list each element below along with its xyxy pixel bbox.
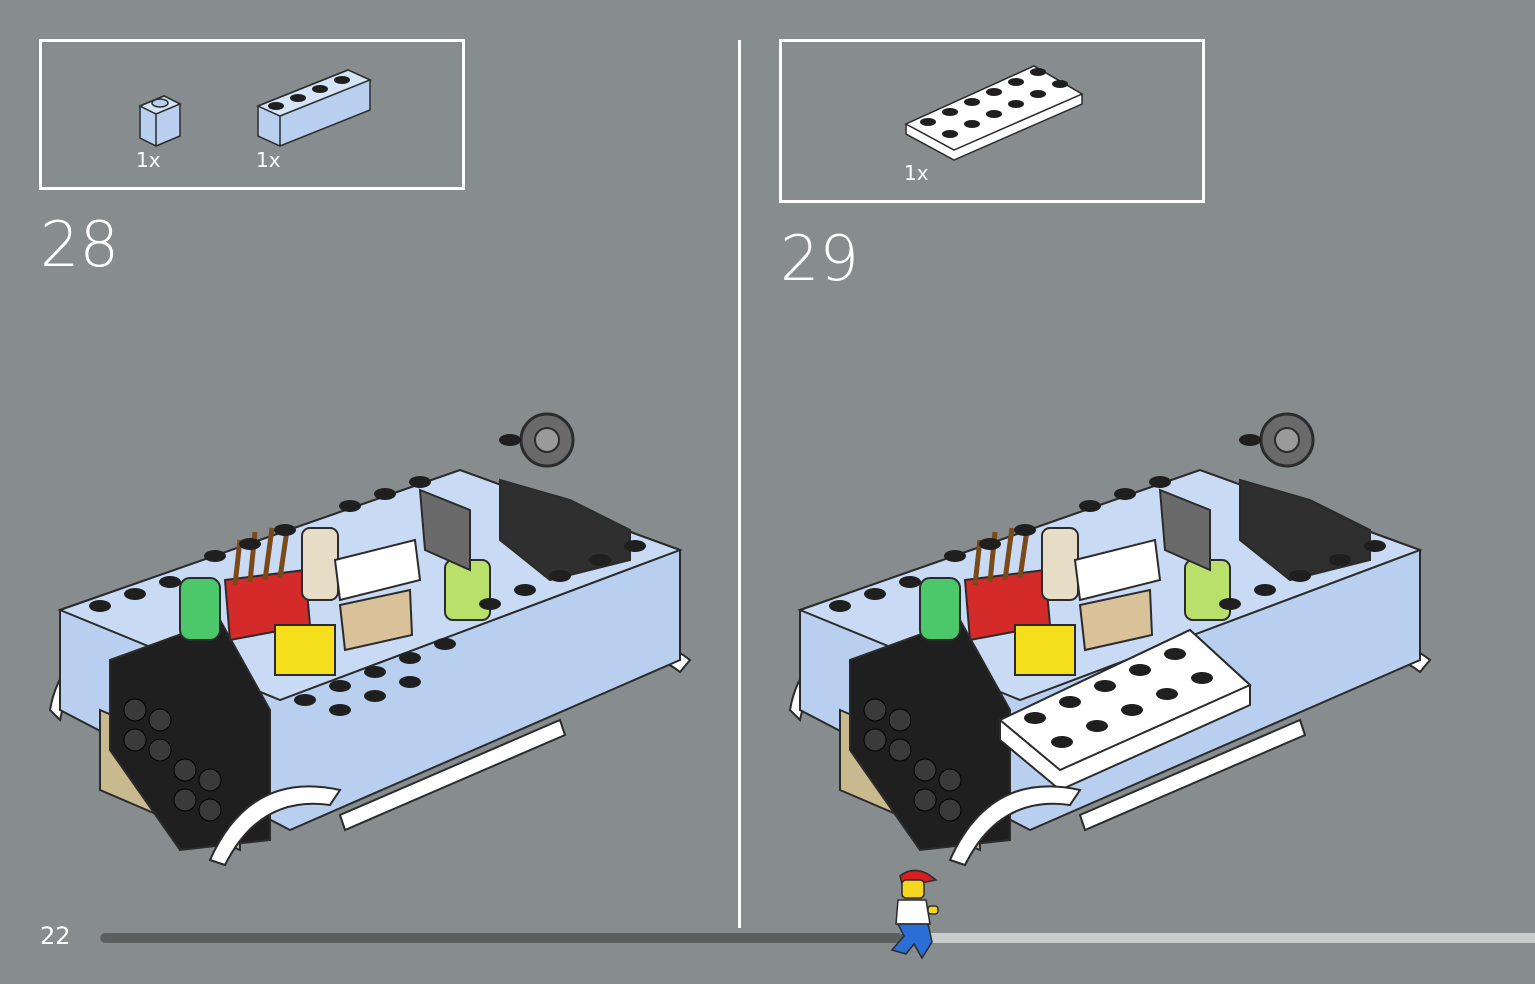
progress-bar-fill: [100, 933, 904, 943]
step-divider: [738, 40, 741, 928]
step-number: 28: [40, 208, 119, 281]
vehicle-model-step-29: [788, 412, 1432, 867]
step-number: 29: [780, 222, 859, 295]
vehicle-model-step-28: [48, 412, 692, 867]
brick-1x1-icon: [138, 95, 182, 147]
minifigure-progress-marker-icon: [890, 869, 939, 960]
page-number: 22: [40, 922, 71, 950]
parts-callout-step-28: 1x 1x: [39, 39, 465, 190]
part-quantity: 1x: [904, 161, 929, 185]
part-quantity: 1x: [256, 148, 281, 172]
part-quantity: 1x: [136, 148, 161, 172]
plate-2x6-icon: [904, 65, 1084, 161]
brick-1x4-icon: [256, 69, 372, 147]
parts-callout-step-29: 1x: [779, 39, 1205, 203]
progress-bar: [100, 933, 1535, 943]
